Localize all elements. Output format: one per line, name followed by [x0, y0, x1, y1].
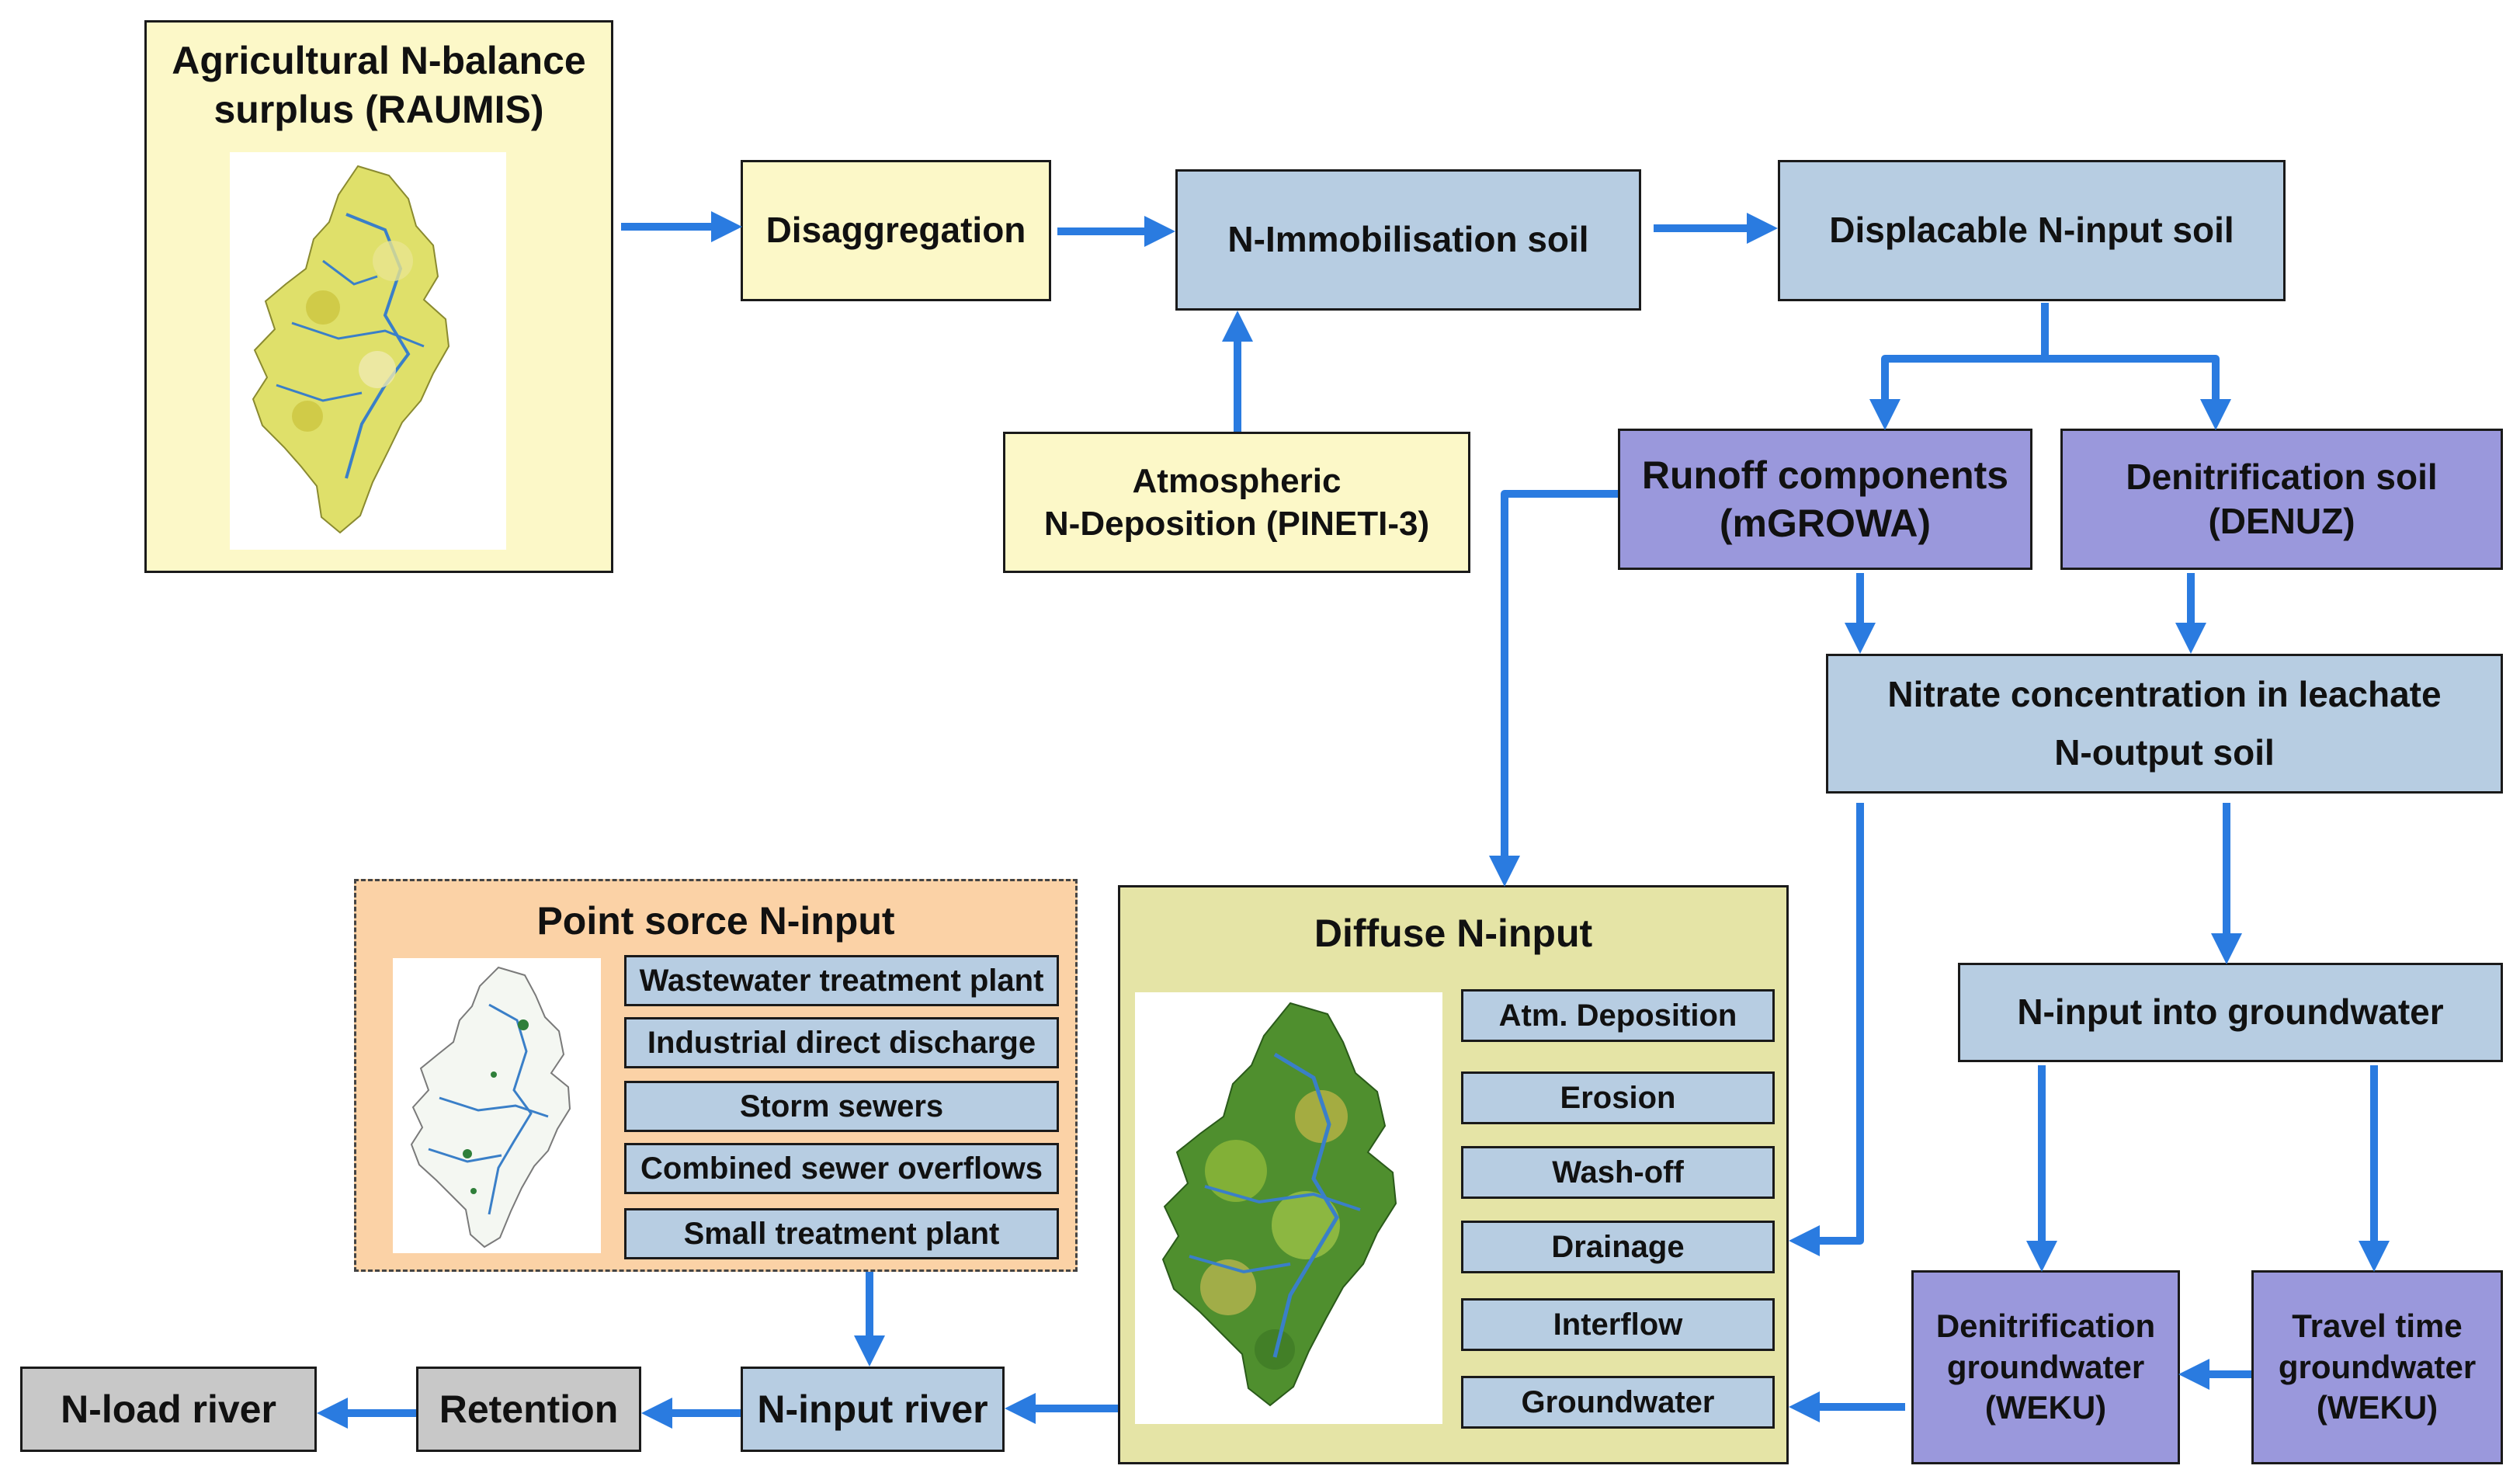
- denitrification-soil-node: Denitrification soil (DENUZ): [2060, 429, 2503, 570]
- n-input-river-node: N-input river: [741, 1367, 1005, 1452]
- travel-time-line2: groundwater: [2278, 1348, 2477, 1385]
- arrow-displacable-to-denitrification: [2045, 355, 2231, 430]
- n-load-river-node: N-load river: [20, 1367, 317, 1452]
- diffuse-item-erosion: Erosion: [1461, 1071, 1775, 1124]
- displacable-label: Displacable N-input soil: [1829, 210, 2234, 251]
- hesse-diffuse-map: [1135, 992, 1442, 1424]
- diffuse-item-groundwater: Groundwater: [1461, 1376, 1775, 1429]
- atmospheric-line2: N-Deposition (PINETI-3): [1043, 505, 1430, 543]
- n-immobilisation-label: N-Immobilisation soil: [1227, 219, 1589, 260]
- nitrate-line1: Nitrate concentration in leachate: [1887, 673, 2442, 714]
- atmospheric-deposition-node: Atmospheric N-Deposition (PINETI-3): [1003, 432, 1470, 573]
- agricultural-surplus-line2: surplus (RAUMIS): [213, 87, 544, 131]
- arrow-displacable-to-runoff: [1869, 303, 2049, 430]
- retention-label: Retention: [439, 1387, 619, 1431]
- displacable-node: Displacable N-input soil: [1778, 160, 2286, 301]
- point-item-industrial-discharge: Industrial direct discharge: [624, 1017, 1059, 1068]
- n-input-river-label: N-input river: [757, 1387, 988, 1431]
- hesse-point-source-map: [393, 958, 601, 1253]
- denitrification-gw-line2: groundwater: [1946, 1348, 2145, 1385]
- point-source-title: Point sorce N-input: [536, 899, 895, 943]
- denitrification-gw-line1: Denitrification: [1935, 1308, 2156, 1345]
- travel-time-line3: (WEKU): [2316, 1389, 2438, 1426]
- diffuse-item-interflow: Interflow: [1461, 1298, 1775, 1351]
- travel-time-line1: Travel time: [2292, 1308, 2463, 1345]
- agricultural-surplus-line1: Agricultural N-balance: [172, 39, 586, 82]
- retention-node: Retention: [416, 1367, 641, 1452]
- denitrification-groundwater-node: Denitrification groundwater (WEKU): [1911, 1270, 2180, 1464]
- diffuse-item-drainage: Drainage: [1461, 1221, 1775, 1273]
- denitrification-soil-line1: Denitrification soil: [2126, 456, 2438, 497]
- point-item-storm-sewers: Storm sewers: [624, 1081, 1059, 1132]
- hesse-surplus-map: [230, 152, 506, 550]
- n-input-groundwater-label: N-input into groundwater: [2017, 992, 2444, 1033]
- runoff-components-node: Runoff components (mGROWA): [1618, 429, 2032, 570]
- disaggregation-node: Disaggregation: [741, 160, 1051, 301]
- point-item-wastewater-plant: Wastewater treatment plant: [624, 955, 1059, 1006]
- point-item-small-plant: Small treatment plant: [624, 1208, 1059, 1259]
- runoff-line1: Runoff components: [1641, 453, 2009, 497]
- arrow-runoff-to-diffuse: [1489, 490, 1618, 887]
- travel-time-node: Travel time groundwater (WEKU): [2251, 1270, 2503, 1464]
- arrow-nitrate-to-diffuse-drainage: [1789, 803, 1864, 1256]
- n-load-river-label: N-load river: [61, 1387, 276, 1431]
- runoff-line2: (mGROWA): [1719, 502, 1932, 545]
- n-immobilisation-node: N-Immobilisation soil: [1175, 169, 1641, 311]
- diffuse-item-wash-off: Wash-off: [1461, 1146, 1775, 1199]
- point-item-combined-sewer: Combined sewer overflows: [624, 1143, 1059, 1194]
- atmospheric-line1: Atmospheric: [1132, 462, 1342, 500]
- n-input-groundwater-node: N-input into groundwater: [1958, 963, 2503, 1062]
- nitrate-concentration-node: Nitrate concentration in leachate N-outp…: [1826, 654, 2503, 794]
- denitrification-soil-line2: (DENUZ): [2208, 501, 2355, 541]
- diffuse-title: Diffuse N-input: [1314, 912, 1593, 955]
- denitrification-gw-line3: (WEKU): [1984, 1389, 2107, 1426]
- diffuse-item-atm-deposition: Atm. Deposition: [1461, 989, 1775, 1042]
- nitrate-line2: N-output soil: [2054, 732, 2275, 773]
- disaggregation-label: Disaggregation: [765, 210, 1026, 251]
